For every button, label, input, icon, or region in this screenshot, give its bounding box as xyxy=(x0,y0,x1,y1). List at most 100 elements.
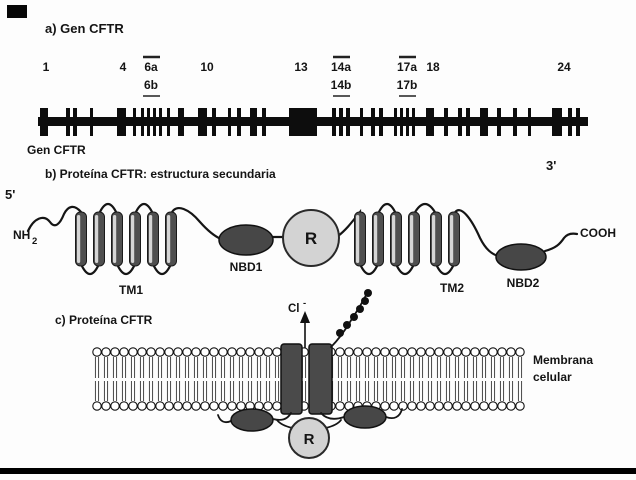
lipid-head xyxy=(128,347,138,357)
lipid-head xyxy=(434,401,444,411)
lipid-head xyxy=(155,347,165,357)
tm-helix-highlight xyxy=(374,215,378,263)
exon-bar xyxy=(444,108,448,136)
exon-sublabel: 17b xyxy=(397,78,418,92)
exon-bar xyxy=(237,108,241,136)
exon-label: 13 xyxy=(294,60,308,74)
lipid-head xyxy=(353,347,363,357)
exon-bar xyxy=(576,108,580,136)
lipid-head xyxy=(110,401,120,411)
lipid-head xyxy=(245,347,255,357)
tm-helix-highlight xyxy=(392,215,396,263)
lipid-head xyxy=(182,347,192,357)
exon-bar xyxy=(289,108,317,136)
lipid-head xyxy=(344,347,354,357)
exon-bar xyxy=(262,108,266,136)
exon-bar xyxy=(568,108,572,136)
exon-bar xyxy=(159,108,162,136)
lipid-head xyxy=(209,401,219,411)
lipid-head xyxy=(506,401,516,411)
membrane-label-line1: Membrana xyxy=(533,353,593,367)
bead xyxy=(364,289,372,297)
exon-bar xyxy=(147,108,150,136)
tm-helix-highlight xyxy=(432,215,436,263)
exon-label: 18 xyxy=(426,60,440,74)
lipid-head xyxy=(119,401,129,411)
lipid-head xyxy=(272,347,282,357)
bead xyxy=(343,321,351,329)
exon-number-row: 1 4 6a 10 13 14a 17a 18 24 6b 14b 17b xyxy=(43,60,571,92)
exon-bar xyxy=(141,108,144,136)
bead xyxy=(356,305,364,313)
nh2-subscript: 2 xyxy=(32,236,37,247)
exon-bar xyxy=(412,108,415,136)
tm-helix-highlight xyxy=(356,215,360,263)
exon-bar xyxy=(228,108,231,136)
chloride-superscript: - xyxy=(303,298,306,309)
exon-label: 24 xyxy=(557,60,571,74)
lipid-head xyxy=(497,401,507,411)
lipid-head xyxy=(200,401,210,411)
lipid-head xyxy=(101,347,111,357)
three-prime-label: 3' xyxy=(546,158,556,173)
exon-bar xyxy=(339,108,343,136)
tm1-label: TM1 xyxy=(119,283,143,297)
tm-helix-highlight xyxy=(77,215,81,263)
lipid-head xyxy=(137,401,147,411)
gene-label: Gen CFTR xyxy=(27,143,86,157)
tm2-label: TM2 xyxy=(440,281,464,295)
lipid-head xyxy=(407,347,417,357)
lipid-head xyxy=(146,401,156,411)
exon-bar xyxy=(332,108,336,136)
exon-bar xyxy=(198,108,207,136)
lipid-head xyxy=(119,347,129,357)
lipid-head xyxy=(380,401,390,411)
exon-bar xyxy=(40,108,48,136)
tm2-helices xyxy=(354,211,460,267)
tm-helix-highlight xyxy=(149,215,153,263)
lipid-head xyxy=(191,347,201,357)
lipid-head xyxy=(92,347,102,357)
exon-bar xyxy=(66,108,70,136)
lipid-head xyxy=(488,347,498,357)
r-domain-globule xyxy=(288,417,330,459)
tm-helix-highlight xyxy=(450,215,454,263)
r-domain-circle xyxy=(282,209,340,267)
lipid-head xyxy=(272,401,282,411)
lipid-head xyxy=(335,401,345,411)
lipid-head xyxy=(452,401,462,411)
lipid-head xyxy=(137,347,147,357)
exon-bar xyxy=(133,108,136,136)
lipid-head xyxy=(398,401,408,411)
lipid-head xyxy=(461,401,471,411)
exon-label: 6a xyxy=(144,60,158,74)
panel-c-title: c) Proteína CFTR xyxy=(55,313,153,327)
lipid-head xyxy=(110,347,120,357)
lipid-head xyxy=(218,347,228,357)
lipid-head xyxy=(434,347,444,357)
tm-helix-highlight xyxy=(167,215,171,263)
cytoplasmic-loops xyxy=(217,408,403,429)
lipid-head xyxy=(209,347,219,357)
lipid-head xyxy=(515,347,525,357)
lipid-head xyxy=(164,347,174,357)
lipid-head xyxy=(254,347,264,357)
channel-right-block xyxy=(308,343,333,415)
exon-bar xyxy=(346,108,350,136)
exon-label: 10 xyxy=(200,60,214,74)
bead xyxy=(350,313,358,321)
exon-label: 4 xyxy=(120,60,127,74)
gene-exon-bars xyxy=(40,108,580,136)
bead-chain xyxy=(336,289,372,337)
lipid-head xyxy=(182,401,192,411)
exon-bar xyxy=(480,108,488,136)
chloride-arrow-head xyxy=(300,311,310,323)
exon-bar xyxy=(360,108,363,136)
exon-bar xyxy=(458,108,462,136)
exon-bar xyxy=(167,108,170,136)
chloride-label: Cl xyxy=(288,303,300,315)
tm-helix-highlight xyxy=(131,215,135,263)
exon-bar xyxy=(552,108,562,136)
lipid-head xyxy=(236,401,246,411)
